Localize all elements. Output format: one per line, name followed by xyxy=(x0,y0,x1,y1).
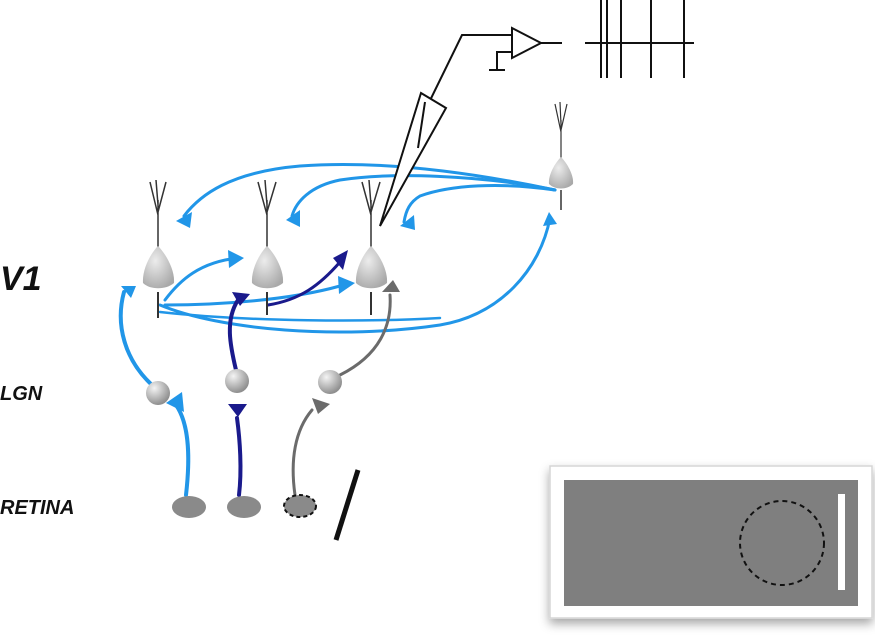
pyramidal-neuron-icon xyxy=(149,179,167,318)
arrowhead xyxy=(338,276,355,294)
local-path-2 xyxy=(163,284,342,307)
feedforward-pathways xyxy=(118,260,392,497)
darkblue-pathway-retina-lgn xyxy=(235,416,243,497)
lateral-path-top xyxy=(182,162,557,218)
spike-train-icon xyxy=(585,0,694,78)
screen-display xyxy=(564,480,858,606)
lateral-path-short xyxy=(402,184,557,224)
arrowhead xyxy=(176,212,192,228)
soma xyxy=(548,157,574,189)
amplifier-icon xyxy=(511,26,544,60)
pyramidal-neuron-2 xyxy=(251,179,284,315)
lgn-label: LGN xyxy=(0,383,43,405)
lateral-path-long-bottom xyxy=(158,216,552,334)
v1-label: V1 xyxy=(0,260,42,298)
soma xyxy=(251,246,284,289)
soma xyxy=(142,246,175,289)
arrowhead xyxy=(166,392,184,412)
arrowhead xyxy=(228,250,244,268)
lgn-cell-icon xyxy=(318,370,342,394)
pyramidal-neuron-icon xyxy=(554,101,568,210)
lateral-arrowheads xyxy=(176,210,557,294)
gray-pathway-retina-lgn xyxy=(291,408,314,497)
arrowhead xyxy=(228,404,247,417)
oriented-bar-stimulus xyxy=(333,469,361,541)
arrowhead xyxy=(400,215,415,230)
retina-label: RETINA xyxy=(0,497,74,519)
darkblue-pathway-lgn-v1 xyxy=(227,298,240,372)
retina-cell xyxy=(227,496,261,518)
lgn-cell-icon xyxy=(146,381,170,405)
pyramidal-neuron-1 xyxy=(142,179,175,318)
recording-electrode-icon xyxy=(379,91,448,227)
arrowhead xyxy=(333,250,348,270)
lateral-path-bottom-2 xyxy=(158,310,442,322)
ground-wire xyxy=(489,51,512,71)
arrowhead xyxy=(286,210,300,227)
blue-pathway-lgn-v1 xyxy=(118,290,154,387)
pyramidal-neuron-icon xyxy=(257,179,277,315)
soma xyxy=(355,246,388,289)
lateral-connections xyxy=(158,162,557,334)
arrowhead xyxy=(382,280,400,292)
receptive-field-outline xyxy=(739,500,825,586)
stimulus-screen-icon xyxy=(549,465,873,619)
retina-cell xyxy=(172,496,206,518)
local-path-1 xyxy=(163,256,240,302)
arrowhead xyxy=(312,398,330,414)
blue-pathway-retina-lgn xyxy=(174,403,191,497)
arrowhead xyxy=(543,212,557,226)
arrowhead xyxy=(232,292,250,306)
lgn-cell-icon xyxy=(225,369,249,393)
darkblue-pathway-v1-local xyxy=(266,260,342,307)
electrode-wire xyxy=(417,34,512,126)
recording-apparatus xyxy=(417,0,694,126)
stimulus-bar xyxy=(838,494,845,590)
feedforward-arrowheads xyxy=(121,250,400,417)
arrowhead xyxy=(121,286,136,298)
pyramidal-neuron-3 xyxy=(355,179,388,315)
gray-pathway-lgn-v1 xyxy=(338,293,392,377)
pyramidal-neuron-icon xyxy=(361,179,381,315)
pyramidal-neuron-4 xyxy=(548,101,574,210)
lateral-path-mid xyxy=(290,174,557,218)
retina-cell-dashed xyxy=(283,494,317,518)
